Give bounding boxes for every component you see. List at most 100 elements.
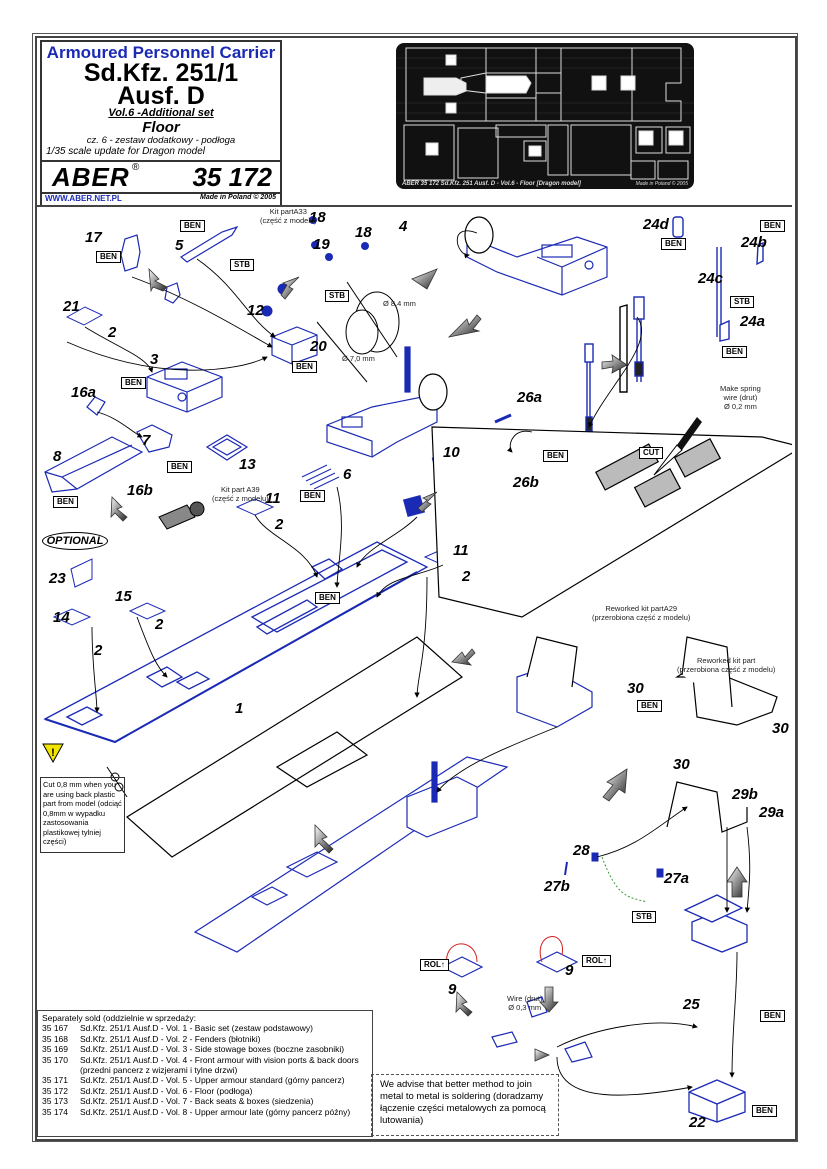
fold-arrows [446,936,563,968]
part-3-box [146,361,223,413]
part-number: 11 [265,490,281,507]
tag-ben: BEN [300,490,325,502]
product-code: 35 174 [42,1106,68,1117]
part-number: 29b [732,786,758,803]
part-6-strips [301,464,340,490]
part-number: 9 [565,962,574,979]
part-number: 22 [689,1114,706,1131]
part-number: 24b [741,234,767,251]
part-number: 2 [155,616,164,633]
part-number: 13 [239,456,256,473]
photo-etch-fret-image: ABER 35 172 Sd.Kfz. 251 Ausf. D - Vol.6 … [396,43,694,189]
product-description: Sd.Kfz. 251/1 Ausf.D - Vol. 5 - Upper ar… [80,1075,345,1086]
part-number: 3 [150,351,159,368]
scale-note: 1/35 scale update for Dragon model [46,146,205,157]
optional-label: OPTIONAL [42,532,108,550]
product-code: 35 173 [42,1096,68,1107]
title-section: Armoured Personnel Carrier Sd.Kfz. 251/1… [42,42,280,162]
product-code: 35 167 [42,1023,68,1034]
product-code: 35 169 [42,1044,68,1055]
tag-ben: BEN [53,496,78,508]
part-number: 24d [643,216,669,233]
tag-rol: ROL↑ [420,959,449,971]
part-number: 2 [94,642,103,659]
part-20-box [271,326,318,365]
tag-rol: ROL↑ [582,955,611,967]
product-code: 35 168 [42,1033,68,1044]
note-diameter-84: Ø 8,4 mm [383,299,416,308]
tag-ben: BEN [760,220,785,232]
part-17-bracket [120,234,181,304]
part-8-7-16-assembly [44,396,173,493]
brand-row: ABER ® 35 172 [42,162,280,194]
tag-rol-label: ROL [424,960,441,969]
part-23-block [70,558,93,588]
part-number: 24c [698,270,724,287]
part-number: 18 [355,224,372,241]
part-number: 28 [573,842,590,859]
website-link[interactable]: WWW.ABER.NET.PL [45,194,122,203]
note-reworked-a29: Reworked kit partA29 (przerobiona część … [592,604,691,622]
tag-ben: BEN [167,461,192,473]
list-item: 35 169 Sd.Kfz. 251/1 Ausf.D - Vol. 3 - Si… [42,1044,368,1054]
separately-sold-list: Separately sold (oddzielnie w sprzedaży:… [37,1010,373,1137]
product-code: 35 171 [42,1075,68,1086]
tag-ben: BEN [637,700,662,712]
tag-stb: STB [230,259,254,271]
list-item: 35 172 Sd.Kfz. 251/1 Ausf.D - Vol. 6 - Fl… [42,1086,368,1096]
volume-label: Vol.6 -Additional set [108,107,214,119]
cut-knife-icon [653,417,702,476]
list-item: 35 173 Sd.Kfz. 251/1 Ausf.D - Vol. 7 - Ba… [42,1096,368,1106]
page-frame-outer [32,33,798,1142]
part-number: 30 [627,680,644,697]
note-reworked-kit-part: Reworked kit part (przerobiona część z m… [677,656,776,674]
part-number: 6 [343,466,352,483]
product-description: Sd.Kfz. 251/1 Ausf.D - Vol. 7 - Back sea… [80,1096,314,1107]
part-number: 27b [544,878,570,895]
part-21-plate [65,306,104,326]
part-number: 30 [673,756,690,773]
tag-ben: BEN [760,1010,785,1022]
part-13-frame [205,434,249,461]
tag-cut: CUT [639,447,664,459]
made-in-label: Made in Poland © 2005 [200,194,276,201]
fret-caption: ABER 35 172 Sd.Kfz. 251 Ausf. D - Vol.6 … [402,181,581,187]
list-item: 35 167 Sd.Kfz. 251/1 Ausf.D - Vol. 1 - Ba… [42,1023,368,1033]
kit-part-cylinder [316,281,400,383]
part-number: 2 [108,324,117,341]
part-number: 5 [175,237,184,254]
part-transmission-assembly [326,346,448,458]
product-description: Sd.Kfz. 251/1 Ausf.D - Vol. 6 - Floor (p… [80,1085,253,1096]
part-number: 26a [517,389,543,406]
product-description: Sd.Kfz. 251/1 Ausf.D - Vol. 4 - Front ar… [80,1054,359,1076]
svg-text:!: ! [51,747,55,759]
product-description: Sd.Kfz. 251/1 Ausf.D - Vol. 3 - Side sto… [80,1044,345,1055]
kit-part-a39 [158,501,205,530]
product-code: 35 172 [42,1085,68,1096]
tag-ben: BEN [752,1105,777,1117]
part-number: 30 [772,720,789,737]
tag-stb: STB [632,911,656,923]
part-number: 19 [313,236,330,253]
part-12-18-19-small [261,216,369,317]
part-number: 20 [310,338,327,355]
part-number: 17 [85,229,102,246]
tag-stb: STB [325,290,349,302]
product-description: Sd.Kfz. 251/1 Ausf.D - Vol. 8 - Upper ar… [80,1106,351,1117]
part-number: 1 [235,700,244,717]
note-kit-part-a39: Kit part A39 (część z modelu) [212,485,269,503]
title-block: Armoured Personnel Carrier Sd.Kfz. 251/1… [40,40,282,207]
part-number: 11 [453,542,469,559]
part-number: 15 [115,588,132,605]
tag-ben: BEN [121,377,146,389]
part-number: 2 [275,516,284,533]
note-wire-03: Wire (drut) Ø 0,3 mm [507,994,543,1012]
tag-ben: BEN [96,251,121,263]
brand-logo: ABER [52,162,130,192]
seat-assembly-mid [666,781,748,833]
product-description: Sd.Kfz. 251/1 Ausf.D - Vol. 1 - Basic se… [80,1023,313,1034]
list-item: 35 171 Sd.Kfz. 251/1 Ausf.D - Vol. 5 - Up… [42,1075,368,1085]
product-description: Sd.Kfz. 251/1 Ausf.D - Vol. 2 - Fenders … [80,1033,261,1044]
vehicle-variant: Ausf. D [117,82,205,110]
part-number: 9 [448,981,457,998]
